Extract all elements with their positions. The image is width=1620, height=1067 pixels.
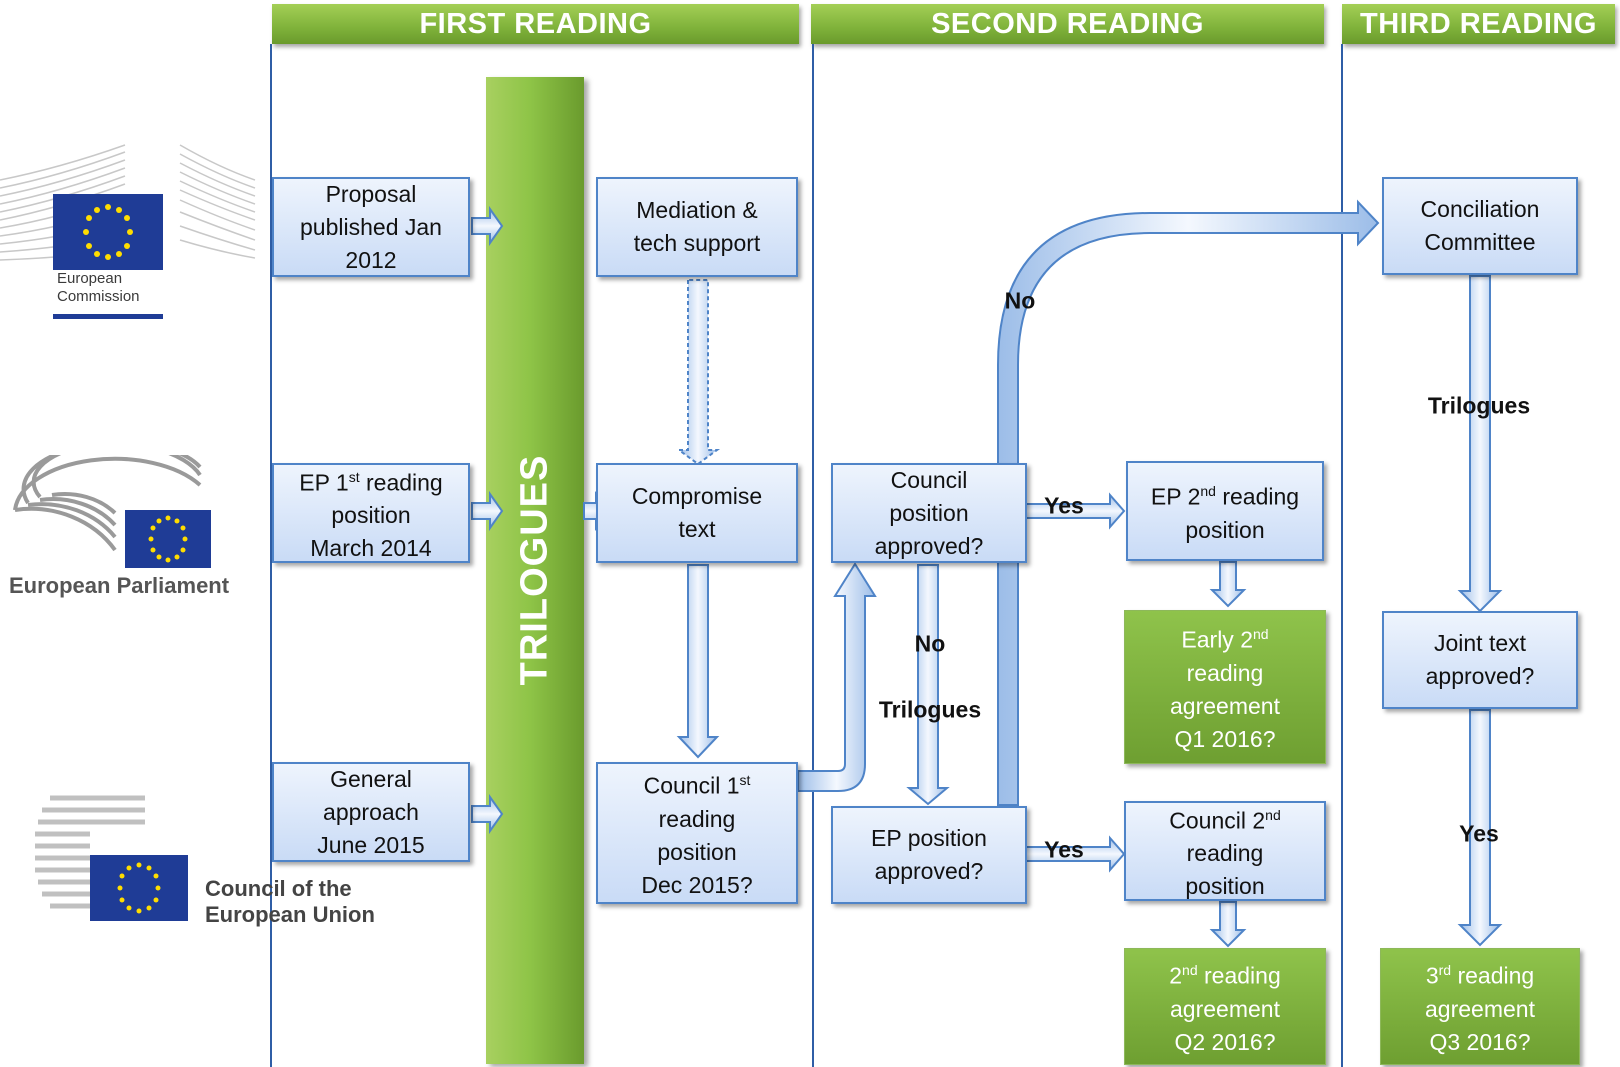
arrow-council-first-to-council-approved — [797, 562, 877, 792]
box-council-approved-text: Council position approved? — [874, 466, 984, 559]
box-council-first-text: Council 1st reading position Dec 2015? — [641, 764, 752, 902]
early-agreement-sup: nd — [1253, 626, 1269, 643]
arrow-council-approved-to-ep-second — [1019, 492, 1126, 530]
box-third-reading-agreement: 3rd reading agreement Q3 2016? — [1380, 948, 1580, 1065]
box-proposal-published: Proposal published Jan 2012 — [272, 177, 470, 277]
arrow-compromise-to-council-first — [676, 564, 720, 759]
commission-name: European Commission — [57, 270, 140, 306]
box-council-position-approved: Council position approved? — [831, 463, 1027, 563]
phase-header-first-reading: FIRST READING — [272, 4, 799, 44]
second-agreement-sup: nd — [1182, 962, 1198, 979]
council-second-rest: reading position — [1185, 840, 1265, 900]
box-joint-text-approved: Joint text approved? — [1382, 611, 1578, 709]
box-compromise-text: Compromise text — [596, 463, 798, 563]
arrow-council-to-trilogues — [471, 793, 504, 835]
edge-label-yes-ep: Yes — [1044, 836, 1084, 863]
phase-header-second-reading: SECOND READING — [811, 4, 1324, 44]
box-proposal-text: Proposal published Jan 2012 — [300, 180, 442, 273]
ep-first-sup: st — [348, 468, 360, 485]
phase-divider-first — [270, 44, 272, 1067]
edge-label-trilogues-third: Trilogues — [1427, 392, 1531, 419]
ep-second-rest: reading position — [1185, 483, 1300, 543]
arrow-mediation-to-compromise — [675, 279, 721, 466]
edge-label-yes-council: Yes — [1044, 492, 1084, 519]
second-agreement-prefix: 2 — [1169, 962, 1183, 989]
phase-divider-third — [1341, 44, 1343, 1067]
box-ep-second-reading-position: EP 2nd reading position — [1126, 461, 1324, 561]
third-agreement-sup: rd — [1438, 962, 1452, 979]
box-mediation-text: Mediation & tech support — [633, 197, 761, 256]
box-mediation-tech-support: Mediation & tech support — [596, 177, 798, 277]
parliament-name: European Parliament — [9, 573, 230, 598]
early-agreement-rest: reading agreement Q1 2016? — [1170, 659, 1280, 752]
box-joint-text-label: Joint text approved? — [1425, 630, 1535, 689]
arrow-to-conciliation — [997, 199, 1380, 806]
box-conciliation-committee: Conciliation Committee — [1382, 177, 1578, 275]
commission-building-icon — [0, 144, 256, 319]
box-second-reading-agreement: 2nd reading agreement Q2 2016? — [1124, 948, 1326, 1065]
council-of-eu-logo: Council of the European Union — [30, 790, 390, 930]
box-ep-first-text: EP 1st reading position March 2014 — [299, 461, 442, 566]
box-ep-second-text: EP 2nd reading position — [1151, 475, 1299, 547]
arrow-proposal-to-trilogues — [471, 205, 504, 247]
second-agreement-rest: reading agreement Q2 2016? — [1170, 962, 1281, 1055]
council-first-sup: st — [739, 772, 751, 789]
early-agreement-prefix: Early 2 — [1181, 626, 1253, 653]
box-early-agreement-text: Early 2nd reading agreement Q1 2016? — [1170, 618, 1280, 756]
third-agreement-prefix: 3 — [1425, 962, 1439, 989]
edge-label-trilogues-mid: Trilogues — [878, 696, 982, 723]
box-council-second-reading-position: Council 2nd reading position — [1124, 801, 1326, 901]
arrow-ep-to-trilogues — [471, 490, 504, 532]
phase-header-first-label: FIRST READING — [419, 7, 652, 40]
phase-header-second-label: SECOND READING — [931, 7, 1204, 40]
council-second-sup: nd — [1265, 806, 1281, 823]
box-early-second-reading-agreement: Early 2nd reading agreement Q1 2016? — [1124, 610, 1326, 764]
third-agreement-rest: reading agreement Q3 2016? — [1425, 962, 1535, 1055]
eu-stars-icon-council — [117, 862, 161, 914]
european-parliament-logo: European Parliament — [0, 440, 230, 605]
box-ep-approved-text: EP position approved? — [871, 825, 987, 884]
box-second-agreement-text: 2nd reading agreement Q2 2016? — [1169, 954, 1281, 1059]
arrow-ep-second-to-early-agreement — [1209, 561, 1247, 608]
ep-second-prefix: EP 2 — [1150, 483, 1201, 510]
european-commission-logo: European Commission — [0, 140, 260, 325]
council-first-rest: reading position Dec 2015? — [641, 805, 753, 898]
box-council-first-reading-position: Council 1st reading position Dec 2015? — [596, 762, 798, 904]
ep-second-sup: nd — [1200, 483, 1216, 500]
arrow-council-second-to-second-agreement — [1209, 901, 1247, 948]
ep-first-prefix: EP 1 — [299, 469, 349, 496]
arrow-ep-approved-to-council-second — [1019, 835, 1126, 873]
box-conciliation-text: Conciliation Committee — [1420, 196, 1540, 255]
box-general-approach: General approach June 2015 — [272, 762, 470, 862]
eu-stars-icon — [83, 204, 133, 260]
arrow-conciliation-to-joint-text — [1457, 275, 1503, 613]
box-third-agreement-text: 3rd reading agreement Q3 2016? — [1425, 954, 1535, 1059]
commission-name-line2: Commission — [57, 288, 140, 305]
box-compromise-label: Compromise text — [631, 483, 763, 542]
phase-divider-second — [812, 44, 814, 1067]
phase-header-third-label: THIRD READING — [1360, 7, 1597, 40]
council-building-icon — [35, 795, 188, 921]
phase-header-third-reading: THIRD READING — [1342, 4, 1615, 44]
box-ep-first-reading-position: EP 1st reading position March 2014 — [272, 463, 470, 563]
eu-stars-icon-parliament — [148, 515, 188, 563]
edge-label-yes-third: Yes — [1459, 820, 1499, 847]
council-first-prefix: Council 1 — [643, 772, 740, 799]
box-ep-position-approved: EP position approved? — [831, 806, 1027, 904]
arrow-council-approved-to-ep-approved — [906, 564, 950, 806]
arrow-joint-text-to-third-agreement — [1457, 709, 1503, 947]
ep-first-rest: reading position March 2014 — [310, 469, 443, 562]
box-council-second-text: Council 2nd reading position — [1169, 799, 1280, 904]
trilogues-bar — [486, 77, 584, 1064]
council-name-line2: European Union — [205, 902, 375, 927]
commission-name-line1: European — [57, 270, 123, 287]
council-name-line1: Council of the — [205, 876, 352, 901]
council-second-prefix: Council 2 — [1169, 807, 1266, 834]
edge-label-no-mid: No — [914, 630, 946, 657]
edge-label-no-top: No — [1004, 287, 1036, 314]
council-name: Council of the European Union — [205, 876, 375, 928]
box-general-approach-text: General approach June 2015 — [317, 765, 425, 858]
